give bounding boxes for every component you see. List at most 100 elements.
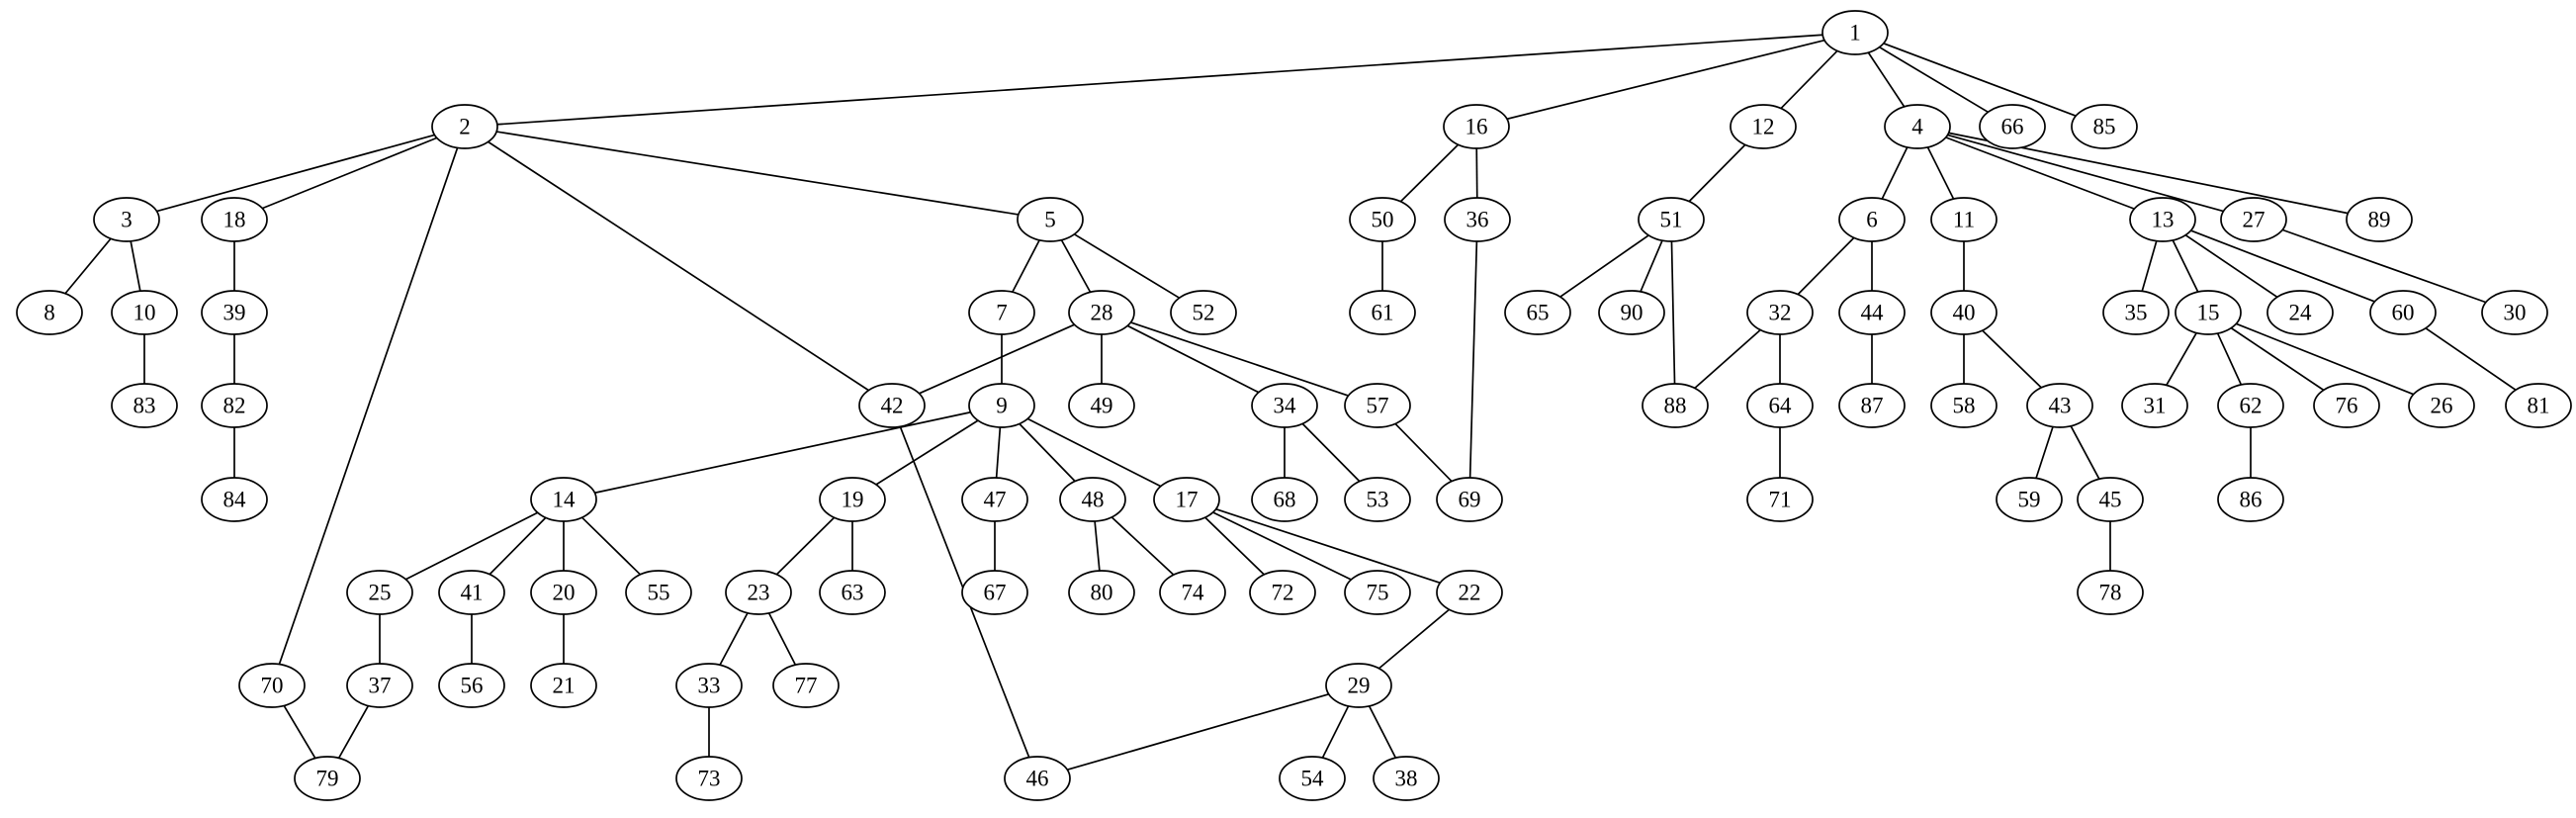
node-shape [1746,383,1814,428]
node-shape [2505,383,2572,428]
node-shape [93,197,160,242]
node-12: 12 [1730,104,1797,149]
node-6: 6 [1838,197,1906,242]
node-16: 16 [1443,104,1510,149]
node-label: 23 [748,581,770,605]
node-label: 46 [1026,767,1049,791]
node-8: 8 [16,290,83,335]
edge-51-88 [1670,240,1676,385]
node-15: 15 [2175,290,2242,335]
node-21: 21 [530,663,597,708]
node-shape [1838,290,1906,335]
node-label: 43 [2049,394,2072,418]
edge-36-69 [1468,240,1478,479]
node-shape [1436,570,1503,615]
node-shape [1159,570,1226,615]
node-77: 77 [772,663,840,708]
edge-40-43 [1982,329,2042,389]
node-shape [2217,477,2284,522]
node-shape [1344,383,1411,428]
node-shape [1930,383,1998,428]
node-53: 53 [1344,477,1411,522]
node-shape [1996,477,2063,522]
node-shape [201,197,268,242]
node-24: 24 [2266,290,2334,335]
node-label: 56 [461,674,484,698]
edge-13-60 [2190,229,2375,303]
edge-22-29 [1377,608,1451,670]
node-label: 19 [842,488,864,512]
node-shape [201,383,268,428]
node-shape [772,663,840,708]
node-label: 34 [1274,394,1297,418]
node-73: 73 [675,756,743,801]
node-13: 13 [2129,197,2196,242]
node-74: 74 [1159,570,1226,615]
node-shape [1638,197,1705,242]
node-4: 4 [1884,104,1951,149]
node-76: 76 [2313,383,2380,428]
node-shape [1884,104,1951,149]
node-38: 38 [1373,756,1440,801]
edge-29-38 [1368,705,1397,759]
edge-1-85 [1883,43,2077,117]
node-shape [1325,663,1392,708]
node-label: 3 [121,208,133,232]
edge-4-27 [1947,134,2224,213]
edge-9-19 [875,419,979,486]
node-1: 1 [1821,10,1889,55]
node-58: 58 [1930,383,1998,428]
node-22: 22 [1436,570,1503,615]
node-label: 24 [2289,301,2313,325]
node-shape [1746,477,1814,522]
node-label: 74 [1182,581,1205,605]
edge-43-45 [2070,425,2100,480]
node-35: 35 [2102,290,2170,335]
node-label: 20 [553,581,576,605]
node-label: 13 [2152,208,2175,232]
edge-37-79 [337,705,370,759]
node-shape [819,477,886,522]
node-label: 52 [1193,301,1215,325]
node-label: 33 [698,674,721,698]
node-shape [2077,570,2144,615]
edge-9-17 [1026,417,1162,488]
node-shape [530,477,597,522]
node-label: 2 [459,115,471,139]
node-label: 14 [553,488,577,512]
node-20: 20 [530,570,597,615]
node-shape [201,290,268,335]
node-label: 12 [1752,115,1775,139]
node-shape [2313,383,2380,428]
node-shape [961,477,1028,522]
node-label: 48 [1082,488,1105,512]
node-59: 59 [1996,477,2063,522]
node-shape [530,663,597,708]
node-82: 82 [201,383,268,428]
node-shape [530,570,597,615]
edge-13-24 [2184,233,2278,299]
node-shape [1504,290,1571,335]
node-shape [1930,197,1998,242]
node-10: 10 [111,290,178,335]
node-label: 63 [842,581,864,605]
node-shape [431,104,498,149]
edge-29-54 [1321,705,1350,759]
node-shape [1349,197,1416,242]
node-shape [2071,104,2138,149]
edge-1-12 [1780,49,1838,110]
node-88: 88 [1642,383,1709,428]
node-label: 71 [1769,488,1792,512]
node-shape [1443,104,1510,149]
edge-2-42 [488,140,869,392]
edge-51-65 [1559,234,1649,298]
node-label: 27 [2243,208,2265,232]
node-shape [1251,477,1318,522]
node-label: 60 [2392,301,2415,325]
edge-16-50 [1399,143,1460,203]
node-48: 48 [1059,477,1126,522]
node-label: 35 [2125,301,2148,325]
node-label: 47 [984,488,1007,512]
node-shape [1730,104,1797,149]
node-shape [625,570,692,615]
